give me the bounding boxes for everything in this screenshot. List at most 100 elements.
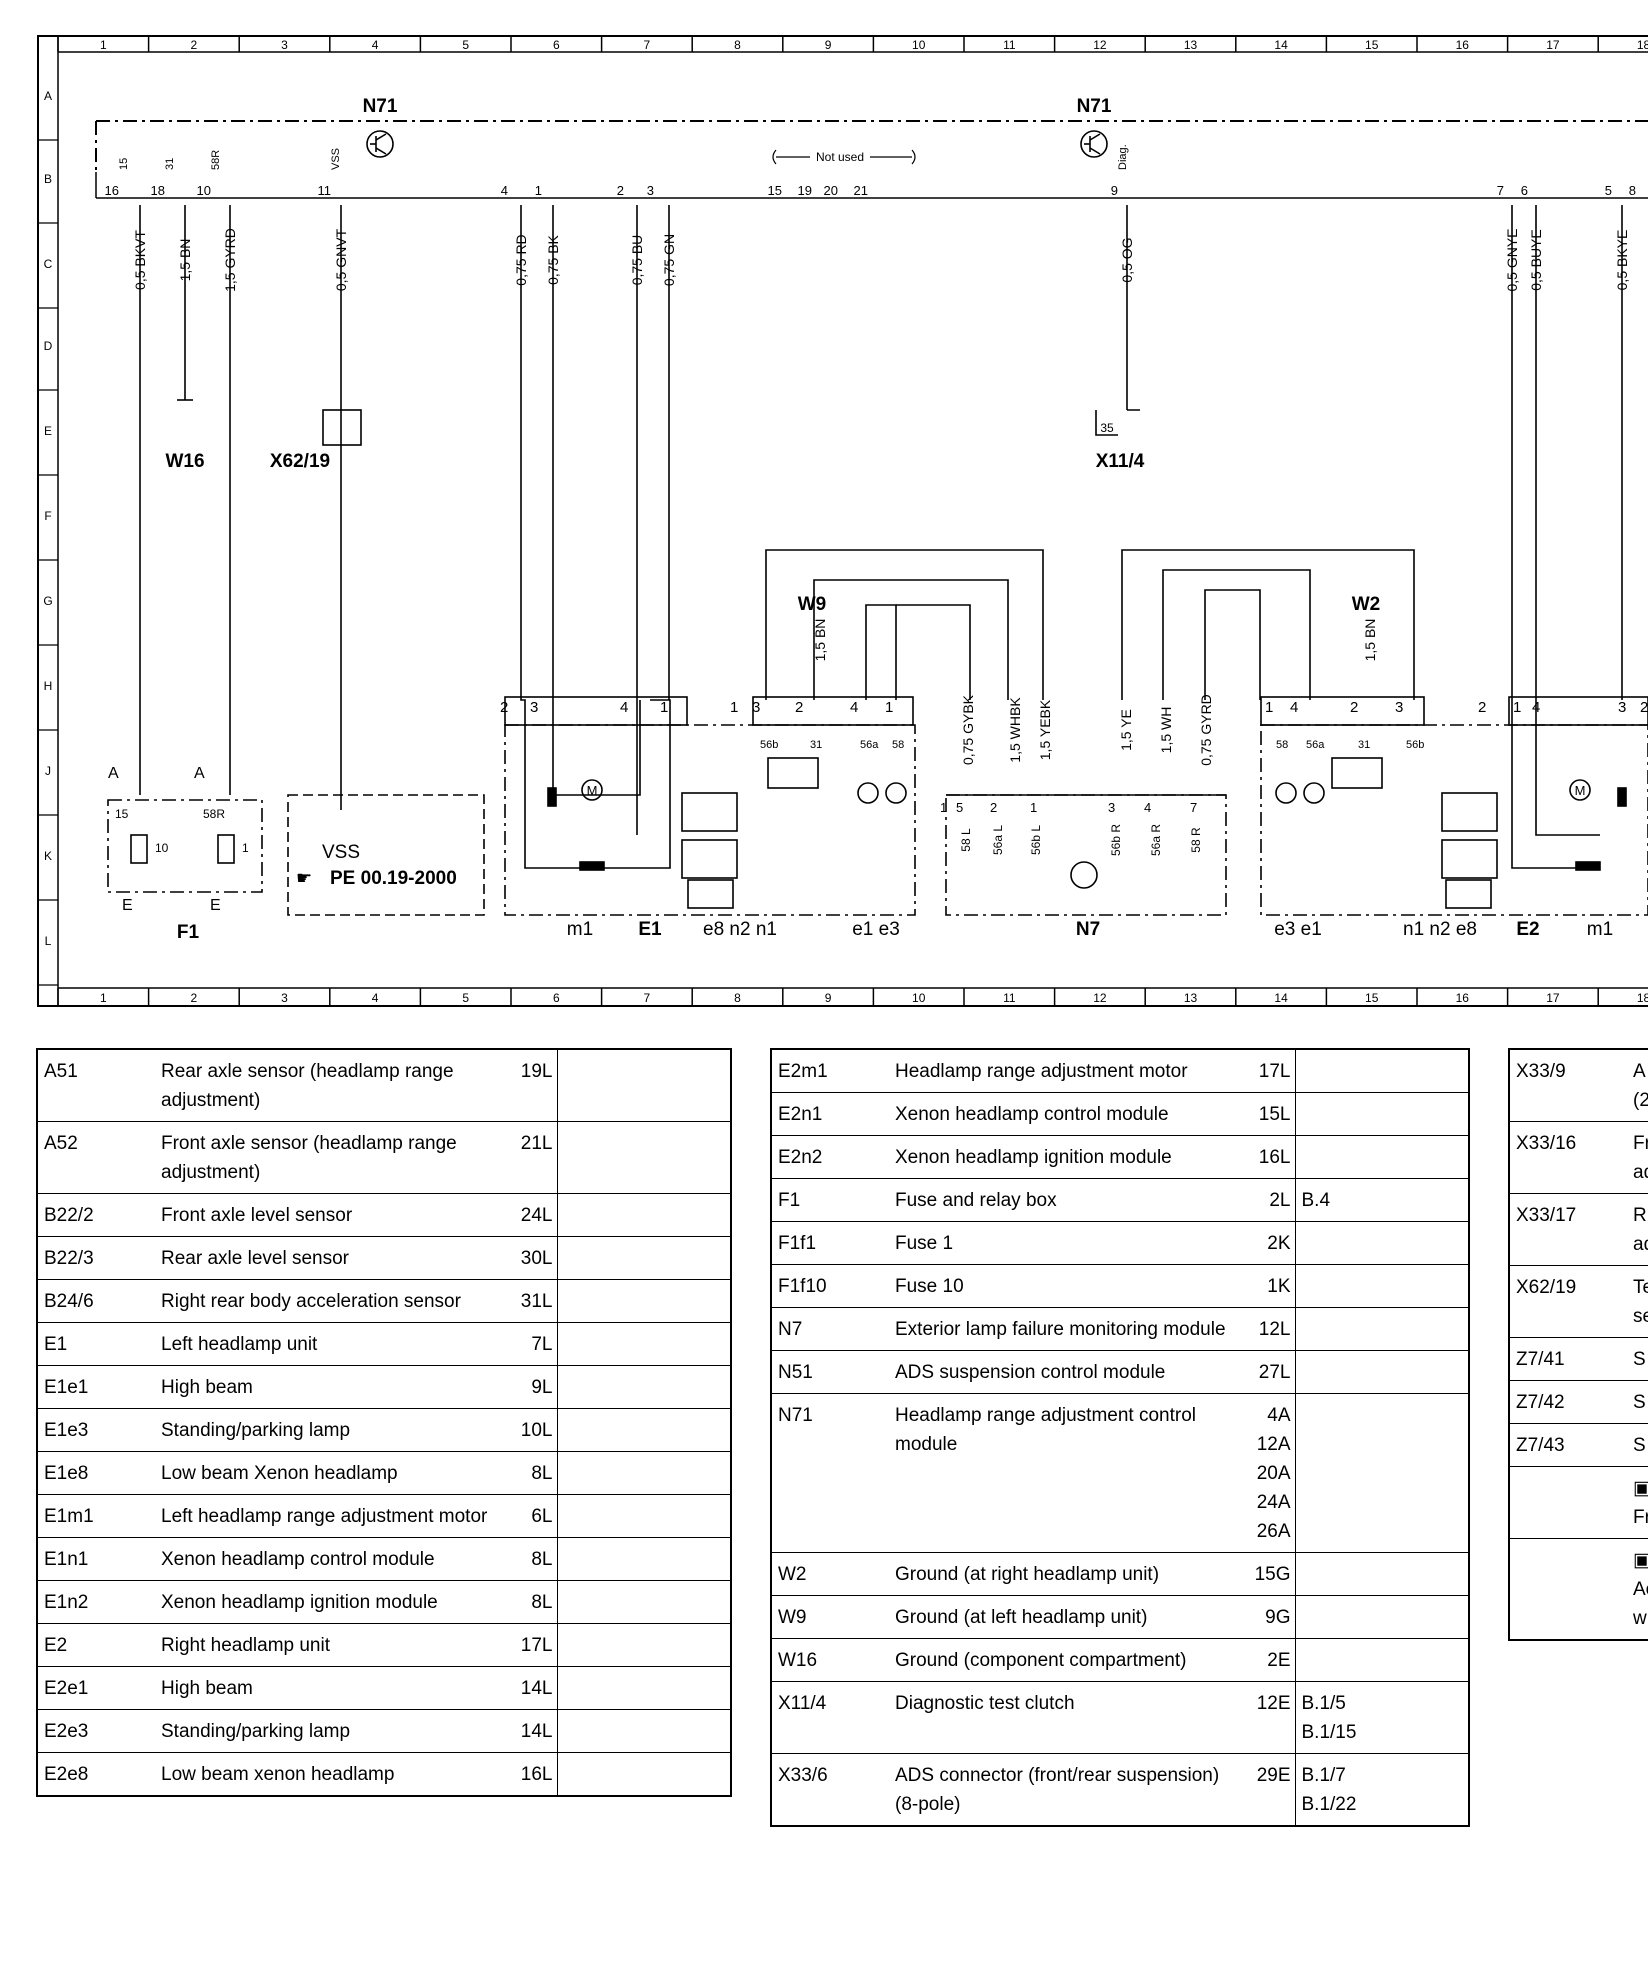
legend-ref: 17L	[1235, 1049, 1295, 1093]
legend-code: N7	[771, 1307, 889, 1351]
legend-desc: Right headlamp unit	[155, 1623, 507, 1667]
n71-pin-name: 31	[164, 158, 176, 170]
legend-ref: 24L	[507, 1193, 557, 1237]
f1-pin-a-left: A	[108, 765, 119, 782]
legend-ref: 10L	[507, 1408, 557, 1452]
e1-parts-label: e8 n2 n1	[703, 919, 777, 940]
legend-ref: 8L	[507, 1451, 557, 1495]
legend-desc: Xenon headlamp ignition module	[155, 1580, 507, 1624]
column-label-bottom: 12	[1093, 991, 1107, 1005]
legend-row: ▣ Ac w	[1509, 1538, 1648, 1641]
e2-lamp-pin-name: 56a	[1306, 739, 1325, 751]
e1-pin: 4	[620, 699, 628, 716]
f1-label: F1	[177, 922, 200, 943]
column-label-top: 2	[191, 38, 198, 52]
n71-pin-number: 8	[1629, 183, 1636, 198]
x62-label: X62/19	[270, 451, 330, 472]
legend-desc: S	[1627, 1337, 1648, 1381]
e1-lamp-pin: 1	[730, 699, 738, 716]
legend-row: X33/17R ad	[1509, 1193, 1648, 1266]
column-label-bottom: 2	[191, 991, 198, 1005]
n71-pin-number: 2	[617, 183, 624, 198]
legend-xref	[556, 1365, 731, 1409]
wire-label: 0,5 BKVT	[132, 230, 148, 290]
column-label-bottom: 13	[1184, 991, 1198, 1005]
legend-xref	[556, 1193, 731, 1237]
n71-pin-number: 6	[1521, 183, 1528, 198]
e1-lamp-pin: 3	[752, 699, 760, 716]
vss-box	[287, 794, 485, 916]
n7-pin-name: 56a R	[1149, 824, 1163, 856]
n71-pin-number: 1	[535, 183, 542, 198]
legend-ref: 9G	[1235, 1595, 1295, 1639]
legend-xref	[1294, 1350, 1469, 1394]
legend-xref	[1294, 1595, 1469, 1639]
legend-desc: Low beam xenon headlamp	[155, 1752, 507, 1797]
legend-code: Z7/43	[1509, 1423, 1627, 1467]
wire-label: 0,5 BUYE	[1528, 229, 1544, 290]
e1-lamp-pin: 4	[850, 699, 858, 716]
e2-label: E2	[1516, 919, 1539, 940]
legend-ref: 21L	[507, 1121, 557, 1194]
e2-lamp-pin-name: 56b	[1406, 739, 1424, 751]
legend-code: Z7/42	[1509, 1380, 1627, 1424]
legend-ref: 12E	[1235, 1681, 1295, 1754]
legend-desc: A (2	[1627, 1049, 1648, 1122]
e2-lamp-pin: 3	[1395, 699, 1403, 716]
column-label-bottom: 9	[825, 991, 832, 1005]
w16-label: W16	[165, 451, 204, 472]
e1-lamp-pin-name: 56a	[860, 739, 879, 751]
wire-label: 0,75 RD	[513, 234, 529, 285]
transistor-icon	[366, 130, 1108, 158]
legend-xref	[1294, 1135, 1469, 1179]
n71-pin-number: 18	[151, 183, 165, 198]
legend-code: B22/3	[37, 1236, 155, 1280]
wires	[139, 205, 1623, 869]
legend-code	[1509, 1466, 1627, 1539]
legend-desc: Front axle level sensor	[155, 1193, 507, 1237]
f1-pin-e-right: E	[210, 897, 221, 914]
legend-xref	[556, 1623, 731, 1667]
e2-lamp-pin: 2	[1350, 699, 1358, 716]
legend-ref: 16L	[1235, 1135, 1295, 1179]
e1-headlamp-unit	[504, 696, 916, 916]
legend-xref	[556, 1537, 731, 1581]
n7-pin: 2	[990, 800, 997, 815]
legend-desc: Rear axle level sensor	[155, 1236, 507, 1280]
legend-code: E1m1	[37, 1494, 155, 1538]
wire-label: 1,5 BN	[1362, 619, 1378, 662]
legend-ref: 30L	[507, 1236, 557, 1280]
legend-code: X33/6	[771, 1753, 889, 1827]
n71-pin-number: 21	[854, 183, 868, 198]
n7-pin-name: 58 L	[959, 828, 973, 852]
e2-pin: 1	[1513, 699, 1521, 716]
column-label-top: 6	[553, 38, 560, 52]
legend-xref	[556, 1236, 731, 1280]
e1-pin: 1	[660, 699, 668, 716]
column-label-top: 9	[825, 38, 832, 52]
n71-pin-number: 9	[1111, 183, 1118, 198]
row-label: L	[45, 934, 52, 948]
n7-pin-name: 56a L	[991, 825, 1005, 855]
legend-code: E2n1	[771, 1092, 889, 1136]
motor-icon-right: M	[1575, 783, 1586, 798]
e2-m1-label: m1	[1587, 919, 1613, 940]
n71-pin-name: VSS	[330, 148, 342, 170]
wire-label: 1,5 YE	[1118, 709, 1134, 751]
legend-ref: 15G	[1235, 1552, 1295, 1596]
e2-lamp-pin-name: 31	[1358, 739, 1370, 751]
wire-label: 0,75 BK	[545, 234, 561, 284]
f1-pin-10: 10	[155, 841, 169, 855]
